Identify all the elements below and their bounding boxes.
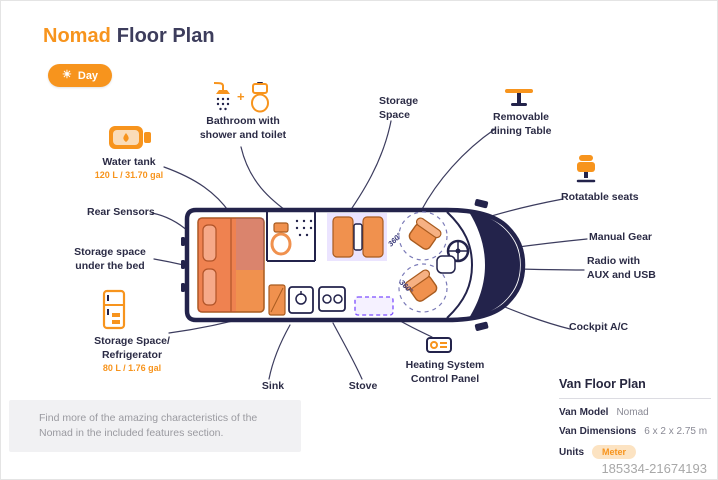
sun-icon: ☀ <box>62 69 72 81</box>
watermark: 185334-21674193 <box>601 461 707 476</box>
callout-rotatable-seats: Rotatable seats <box>561 191 639 203</box>
line-sink <box>268 324 291 380</box>
heating-panel-zone <box>354 296 394 316</box>
steering-wheel-icon <box>446 239 470 263</box>
callout-sink: Sink <box>261 380 285 392</box>
footer-note: Find more of the amazing characteristics… <box>9 400 301 452</box>
callout-storage-space: Storage Space <box>379 95 419 121</box>
control-panel-icon <box>426 337 452 353</box>
bed <box>197 217 265 313</box>
callout-water-tank: Water tank <box>102 156 156 168</box>
callout-rear-sensors: Rear Sensors <box>87 206 155 218</box>
spec-label: Van Model <box>559 407 609 418</box>
kitchen-stove <box>318 286 346 312</box>
dinette-storage-area <box>327 213 387 261</box>
toilet-icon <box>251 82 269 113</box>
callout-heating: Heating System Control Panel <box>405 359 485 385</box>
spec-panel: Van Floor Plan Van Model Nomad Van Dimen… <box>559 377 711 459</box>
page-title-rest: Floor Plan <box>116 25 215 47</box>
mirror-top <box>474 199 489 209</box>
spec-row-units: Units Meter <box>559 445 711 459</box>
callout-stove: Stove <box>348 380 378 392</box>
dashboard-line <box>446 211 474 319</box>
spec-row-van-model: Van Model Nomad <box>559 407 711 418</box>
spec-label: Van Dimensions <box>559 426 637 437</box>
dining-table-icon <box>505 89 533 106</box>
page-title-accent: Nomad <box>43 25 111 47</box>
water-tank-capacity: 120 L / 31.70 gal <box>94 170 164 180</box>
day-mode-toggle[interactable]: ☀ Day <box>48 64 113 87</box>
callout-cockpit-ac: Cockpit A/C <box>569 321 629 333</box>
van-floor-plan: 360° 360° <box>181 199 526 331</box>
rotatable-seat-icon <box>576 155 596 183</box>
callout-bathroom: Bathroom with shower and toilet <box>199 115 287 141</box>
spec-value: 6 x 2 x 2.75 m <box>644 426 708 437</box>
toilet-plan-icon <box>273 222 289 233</box>
mirror-bottom <box>474 321 489 331</box>
kitchen-area <box>268 284 346 316</box>
bathroom-area <box>266 212 316 262</box>
rear-sensors-marks <box>181 237 185 292</box>
spec-label: Units <box>559 446 584 458</box>
callout-storage-under-bed: Storage space under the bed <box>74 246 146 272</box>
water-tank-icon <box>109 126 151 149</box>
footer-note-text: Find more of the amazing characteristics… <box>39 411 258 439</box>
shower-icon <box>213 82 230 111</box>
callout-radio: Radio with AUX and USB <box>587 255 656 281</box>
spec-row-van-dimensions: Van Dimensions 6 x 2 x 2.75 m <box>559 426 711 437</box>
units-badge[interactable]: Meter <box>592 445 637 459</box>
windshield <box>469 212 520 318</box>
spec-value: Nomad <box>616 407 649 418</box>
removable-table <box>436 255 456 274</box>
day-mode-label: Day <box>77 69 99 82</box>
callout-manual-gear: Manual Gear <box>589 231 653 243</box>
shower-spray-dots <box>295 219 313 237</box>
refrigerator-icon <box>102 289 126 330</box>
callout-fridge: Storage Space/ Refrigerator <box>94 335 170 361</box>
plus-icon: + <box>237 89 245 104</box>
callout-dining-table: Removable dining Table <box>490 111 552 137</box>
fridge-capacity: 80 L / 1.76 gal <box>102 363 162 373</box>
spec-panel-title: Van Floor Plan <box>559 377 711 399</box>
kitchen-sink <box>288 286 314 314</box>
line-stove <box>332 322 363 380</box>
